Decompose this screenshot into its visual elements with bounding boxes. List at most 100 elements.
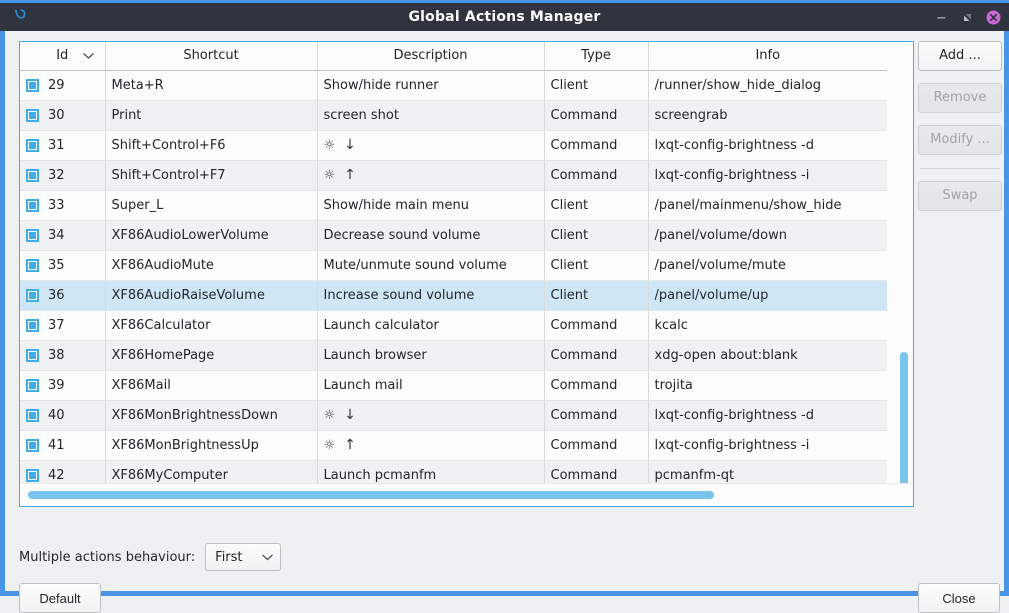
arrow-up-icon: ↑ [344, 168, 356, 182]
cell-type: Client [544, 280, 648, 310]
add-button[interactable]: Add ... [918, 41, 1002, 71]
row-checkbox-icon[interactable] [26, 289, 39, 302]
brightness-icon: ☼ [324, 409, 336, 422]
cell-shortcut: Shift+Control+F7 [105, 160, 317, 190]
row-checkbox-icon[interactable] [26, 349, 39, 362]
cell-info: /panel/volume/up [648, 280, 887, 310]
window-title: Global Actions Manager [0, 9, 1009, 25]
default-button[interactable]: Default [19, 583, 101, 613]
cell-description: ☼↓ [317, 130, 544, 160]
row-checkbox-icon[interactable] [26, 199, 39, 212]
cell-info: lxqt-config-brightness -i [648, 160, 887, 190]
row-checkbox-icon[interactable] [26, 79, 39, 92]
row-checkbox-icon[interactable] [26, 109, 39, 122]
cell-id: 31 [20, 130, 105, 160]
column-header-id[interactable]: Id [20, 42, 105, 70]
cell-shortcut: XF86Mail [105, 370, 317, 400]
column-header-type[interactable]: Type [544, 42, 648, 70]
cell-id: 30 [20, 100, 105, 130]
cell-id: 39 [20, 370, 105, 400]
cell-info: /panel/mainmenu/show_hide [648, 190, 887, 220]
cell-description: Launch calculator [317, 310, 544, 340]
cell-info: kcalc [648, 310, 887, 340]
cell-info: trojita [648, 370, 887, 400]
cell-id-value: 42 [48, 468, 65, 483]
modify-button[interactable]: Modify ... [918, 125, 1002, 155]
multiple-actions-behaviour-row: Multiple actions behaviour: First [19, 543, 281, 571]
cell-type: Command [544, 400, 648, 430]
cell-id-value: 33 [48, 198, 65, 213]
chevron-down-icon [261, 550, 274, 565]
row-checkbox-icon[interactable] [26, 259, 39, 272]
cell-id: 32 [20, 160, 105, 190]
cell-type: Client [544, 250, 648, 280]
cell-id: 29 [20, 70, 105, 100]
cell-description: ☼↑ [317, 430, 544, 460]
cell-shortcut: XF86Calculator [105, 310, 317, 340]
swap-button[interactable]: Swap [918, 181, 1002, 211]
row-checkbox-icon[interactable] [26, 319, 39, 332]
behaviour-select-value: First [215, 550, 261, 565]
action-buttons-panel: Add ... Remove Modify ... Swap [918, 41, 1002, 211]
cell-id-value: 39 [48, 378, 65, 393]
cell-id-value: 36 [48, 288, 65, 303]
cell-description: ☼↑ [317, 160, 544, 190]
row-checkbox-icon[interactable] [26, 439, 39, 452]
vertical-scrollbar[interactable] [900, 352, 908, 500]
cell-shortcut: Print [105, 100, 317, 130]
close-icon[interactable] [986, 10, 1001, 25]
column-header-description[interactable]: Description [317, 42, 544, 70]
titlebar[interactable]: Global Actions Manager [0, 0, 1009, 31]
cell-info: /panel/volume/mute [648, 250, 887, 280]
column-header-id-label: Id [56, 48, 68, 63]
row-checkbox-icon[interactable] [26, 139, 39, 152]
row-checkbox-icon[interactable] [26, 169, 39, 182]
row-checkbox-icon[interactable] [26, 409, 39, 422]
table-header-row: Id Shortcut Description Type Info [20, 42, 887, 70]
cell-shortcut: XF86HomePage [105, 340, 317, 370]
maximize-icon[interactable] [960, 10, 975, 25]
remove-button[interactable]: Remove [918, 83, 1002, 113]
row-checkbox-icon[interactable] [26, 229, 39, 242]
cell-type: Command [544, 130, 648, 160]
cell-id: 34 [20, 220, 105, 250]
arrow-down-icon: ↓ [344, 138, 356, 152]
horizontal-scrollbar[interactable] [28, 491, 714, 499]
cell-shortcut: XF86AudioRaiseVolume [105, 280, 317, 310]
column-header-info[interactable]: Info [648, 42, 887, 70]
cell-shortcut: XF86MonBrightnessUp [105, 430, 317, 460]
cell-description: Decrease sound volume [317, 220, 544, 250]
row-checkbox-icon[interactable] [26, 379, 39, 392]
cell-id-value: 41 [48, 438, 65, 453]
column-header-shortcut[interactable]: Shortcut [105, 42, 317, 70]
cell-type: Client [544, 70, 648, 100]
cell-id: 33 [20, 190, 105, 220]
cell-id-value: 40 [48, 408, 65, 423]
brightness-icon: ☼ [324, 169, 336, 182]
window-controls [934, 3, 1001, 31]
cell-type: Command [544, 160, 648, 190]
cell-id-value: 38 [48, 348, 65, 363]
close-button[interactable]: Close [918, 583, 1000, 613]
horizontal-scrollbar-track[interactable] [20, 483, 913, 506]
behaviour-select[interactable]: First [205, 543, 281, 571]
minimize-icon[interactable] [934, 10, 949, 25]
cell-type: Client [544, 190, 648, 220]
cell-description: Launch mail [317, 370, 544, 400]
row-checkbox-icon[interactable] [26, 469, 39, 482]
